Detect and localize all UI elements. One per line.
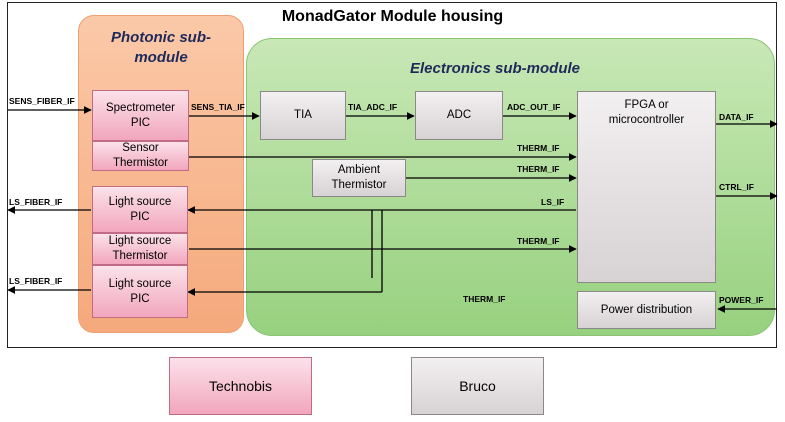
power-distribution-block: Power distribution — [577, 291, 716, 329]
adc-out-if-label: ADC_OUT_IF — [507, 102, 561, 112]
ls-fiber-if-label-2: LS_FIBER_IF — [9, 276, 63, 286]
photonic-submodule-title: Photonic sub- module — [111, 29, 211, 66]
tia-adc-if-label: TIA_ADC_IF — [348, 102, 398, 112]
ambient-thermistor-block: Ambient Thermistor — [312, 159, 406, 197]
light-source-thermistor-block: Light source Thermistor — [92, 233, 188, 265]
therm-if-label-1: THERM_IF — [517, 143, 560, 153]
ctrl-if-label: CTRL_IF — [719, 182, 754, 192]
spectrometer-pic-block: Spectrometer PIC — [92, 90, 189, 141]
electronics-submodule-title: Electronics sub-module — [409, 60, 581, 77]
legend-bruco: Bruco — [411, 357, 544, 415]
fpga-block: FPGA or microcontroller — [577, 91, 716, 283]
housing-title: MonadGator Module housing — [281, 8, 504, 25]
tia-block: TIA — [260, 91, 346, 140]
ls-fiber-if-label-1: LS_FIBER_IF — [9, 197, 63, 207]
data-if-label: DATA_IF — [719, 112, 754, 122]
power-if-label: POWER_IF — [719, 295, 764, 305]
light-source-pic-block-2: Light source PIC — [92, 265, 188, 318]
sens-tia-if-label: SENS_TIA_IF — [191, 102, 245, 112]
therm-if-label-3: THERM_IF — [517, 236, 560, 246]
therm-if-label-4: THERM_IF — [463, 294, 506, 304]
adc-block: ADC — [415, 91, 503, 140]
therm-if-label-2: THERM_IF — [517, 164, 560, 174]
sensor-thermistor-block: Sensor Thermistor — [92, 141, 189, 171]
sens-fiber-if-label: SENS_FIBER_IF — [9, 96, 75, 106]
legend-technobis: Technobis — [169, 357, 312, 415]
light-source-pic-block-1: Light source PIC — [92, 186, 188, 233]
ls-if-label: LS_IF — [541, 197, 565, 207]
